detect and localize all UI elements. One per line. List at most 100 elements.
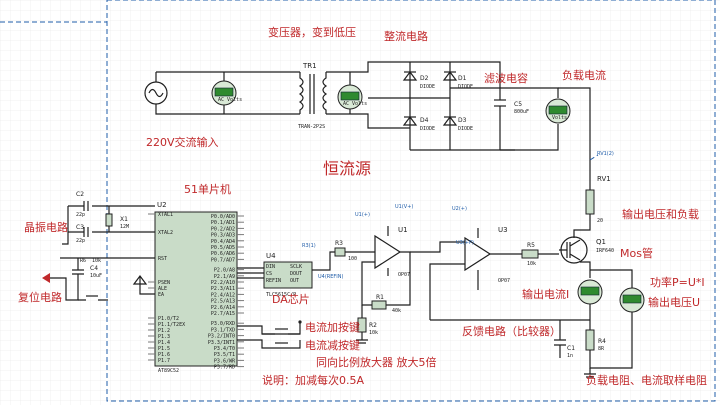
diode-d2[interactable] xyxy=(402,71,418,81)
r4-resistor[interactable] xyxy=(585,329,595,351)
r4-label: R4 xyxy=(598,338,606,345)
r6-label: R6 xyxy=(80,258,86,264)
u4-pin: SCLK xyxy=(290,264,302,270)
u1-probe: U1(+) xyxy=(355,212,370,218)
mcu-pin-left: P1.2 xyxy=(158,328,170,334)
r1-label: R1 xyxy=(376,294,384,301)
diode-d1[interactable] xyxy=(442,71,458,81)
ann-mos: Mos管 xyxy=(620,246,653,260)
mcu-pin-left: P1.3 xyxy=(158,334,170,340)
r3-value: 100 xyxy=(348,256,357,262)
d2-type: DIODE xyxy=(420,84,435,90)
mcu-pin-right: P3.5/T1 xyxy=(214,352,235,358)
ann-inc-key: 电流加按键 xyxy=(305,320,360,334)
ground-arrow-icon xyxy=(132,275,148,285)
r4-value: 8R xyxy=(598,346,605,352)
mcu-pin-right: P0.0/AD0 xyxy=(211,214,235,220)
c1-value: 1n xyxy=(567,353,573,359)
mcu-pin-left: P1.5 xyxy=(158,346,170,352)
u2-type: AT89C52 xyxy=(158,368,179,374)
mcu-chip[interactable] xyxy=(154,211,238,367)
rv1-potentiometer[interactable] xyxy=(585,189,595,215)
secondary-meter-label: AC Volts xyxy=(343,101,367,107)
d2-label: D2 xyxy=(420,75,429,82)
mcu-pin-left: P1.4 xyxy=(158,340,170,346)
u1-type: OP07 xyxy=(398,272,410,278)
mcu-pin-right: P3.3/INT1 xyxy=(208,340,235,346)
mcu-pin-left: P1.1/T2EX xyxy=(158,322,185,328)
ann-amp: 同向比例放大器 放大5倍 xyxy=(316,355,437,369)
r3-probe: R3(1) xyxy=(302,243,316,249)
mcu-pin-right: P3.6/WR xyxy=(214,358,236,364)
d4-label: D4 xyxy=(420,117,429,124)
c5-value: 800uF xyxy=(514,109,529,115)
mcu-pin-right: P2.5/A13 xyxy=(211,299,235,305)
r5-value: 10k xyxy=(527,261,536,267)
r2-label: R2 xyxy=(369,322,377,329)
q1-label: Q1 xyxy=(596,238,606,246)
dac-chip[interactable] xyxy=(263,261,313,289)
c4-label: C4 xyxy=(90,265,98,272)
d3-type: DIODE xyxy=(458,126,473,132)
mcu-pin-left: EA xyxy=(158,292,164,298)
u3-label: U3 xyxy=(498,226,508,234)
ann-transformer: 变压器，变到低压 xyxy=(268,25,356,39)
r1-resistor[interactable] xyxy=(371,300,387,310)
x1-label: X1 xyxy=(120,216,128,223)
crystal-x1[interactable] xyxy=(105,213,113,227)
mcu-pin-right: P3.0/RXD xyxy=(211,321,235,327)
ann-power: 功率P=U*I xyxy=(650,275,705,289)
ac-source-section: AC Volts TR1 TRAN-2P2S AC Volts xyxy=(144,61,501,130)
diode-d3[interactable] xyxy=(442,116,458,126)
key-buttons xyxy=(237,320,302,349)
u4-label: U4 xyxy=(266,252,276,260)
mcu-pin-right: P0.4/AD4 xyxy=(211,239,235,245)
ann-rectifier: 整流电路 xyxy=(384,29,428,43)
mcu-pin-right: P0.6/AD6 xyxy=(211,251,235,257)
c4-value: 10uF xyxy=(90,273,102,279)
ann-dec-key: 电流减按键 xyxy=(305,338,360,352)
mcu-pin-right: P2.6/A14 xyxy=(211,305,235,311)
d1-type: DIODE xyxy=(458,84,473,90)
c1-label: C1 xyxy=(567,345,575,352)
mcu-pin-right: P0.7/AD7 xyxy=(211,257,235,263)
mcu-pin-left: PSEN xyxy=(158,280,170,286)
mcu-pin-right: P3.2/INT0 xyxy=(208,334,235,340)
mcu-pin-right: P3.1/TXD xyxy=(211,327,235,333)
mcu-pin-right: P2.2/A10 xyxy=(211,280,235,286)
u3-type: OP07 xyxy=(498,278,510,284)
amplifier-u1: R3 100 U1 OP07 R1 40k R2 10k U1(+) U1(V+… xyxy=(334,204,465,344)
u1-label: U1 xyxy=(398,226,408,234)
u4-pin: CS xyxy=(266,271,272,277)
mcu-pin-left: RST xyxy=(158,256,167,262)
r5-label: R5 xyxy=(527,242,535,249)
r5-resistor[interactable] xyxy=(521,249,539,259)
mcu-pin-left: P1.6 xyxy=(158,352,170,358)
mcu-pin-right: P3.4/T0 xyxy=(214,346,235,352)
mcu-pin-right: P2.4/A12 xyxy=(211,292,235,298)
tr1-label: TR1 xyxy=(302,62,317,70)
diode-d4[interactable] xyxy=(402,116,418,126)
u4-pin: OUT xyxy=(290,278,299,284)
x1-value: 12M xyxy=(120,224,129,230)
ann-reset: 复位电路 xyxy=(18,290,62,304)
reset-arrow-icon xyxy=(42,273,50,283)
ann-note: 说明：加减每次0.5A xyxy=(262,373,364,387)
mcu-pin-left: P1.0/T2 xyxy=(158,316,179,322)
r3-resistor[interactable] xyxy=(334,247,346,257)
mcu-pin-right: P0.5/AD5 xyxy=(211,245,235,251)
ann-filter-cap: 滤波电容 xyxy=(484,71,528,85)
ann-feedback: 反馈电路（比较器） xyxy=(462,324,561,338)
ann-out-voltage: 输出电压U xyxy=(648,295,700,309)
opamp-u1[interactable] xyxy=(374,234,402,270)
opamp-u3[interactable] xyxy=(464,236,492,272)
reset-circuit: R6 10k C4 10uF xyxy=(42,257,155,301)
r3-label: R3 xyxy=(335,240,343,247)
r6-value: 10k xyxy=(92,258,101,264)
mcu-pin-left: P1.7 xyxy=(158,358,170,364)
u2-label: U2 xyxy=(157,201,167,209)
sheet-border xyxy=(106,0,716,402)
